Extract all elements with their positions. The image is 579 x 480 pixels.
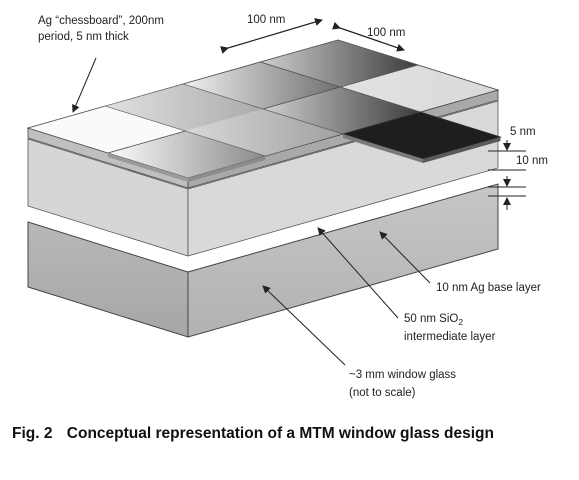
glass-side-face — [187, 183, 499, 338]
glass-substrate — [27, 183, 499, 338]
dim-depth-arrow — [332, 21, 405, 52]
chess-square-edge — [423, 137, 501, 163]
chess-square-edge — [108, 153, 188, 182]
label-dim-depth: 100 nm — [367, 27, 405, 39]
caption-number: Fig. 2 — [12, 425, 53, 442]
figure-labels: Ag “chessboard”, 200nm period, 5 nm thic… — [38, 14, 548, 399]
label-ag-base: 10 nm Ag base layer — [436, 282, 541, 294]
leader-sio2 — [317, 227, 399, 319]
label-chessboard-line2: period, 5 nm thick — [38, 31, 129, 43]
chess-square-edge — [188, 156, 266, 182]
label-chessboard-line1: Ag “chessboard”, 200nm — [38, 15, 164, 27]
label-glass-line1: ~3 mm window glass — [349, 369, 456, 381]
ag-chessboard — [26, 39, 502, 179]
leader-glass — [262, 285, 346, 366]
chess-gap — [105, 84, 263, 131]
chess-square-edge — [343, 134, 423, 163]
leader-ag-base — [379, 231, 431, 284]
label-glass-line2: (not to scale) — [349, 387, 416, 399]
label-dim-width: 100 nm — [247, 14, 285, 26]
label-dim-10nm: 10 nm — [516, 155, 548, 167]
chess-square-edges — [108, 134, 501, 182]
leader-chessboard — [72, 57, 97, 113]
label-sio2-line2: intermediate layer — [404, 331, 496, 343]
leader-lines — [72, 57, 431, 366]
chess-gap — [185, 109, 343, 156]
caption-text: Conceptual representation of a MTM windo… — [66, 425, 494, 442]
mtm-layer-diagram: Ag “chessboard”, 200nm period, 5 nm thic… — [26, 14, 548, 399]
dim-width-arrow — [220, 18, 323, 54]
label-sio2: 50 nm SiO2 — [404, 313, 463, 327]
label-dim-5nm: 5 nm — [510, 126, 536, 138]
figure-caption: Fig. 2 Conceptual representation of a MT… — [12, 424, 564, 444]
dimension-arrows — [220, 18, 526, 210]
